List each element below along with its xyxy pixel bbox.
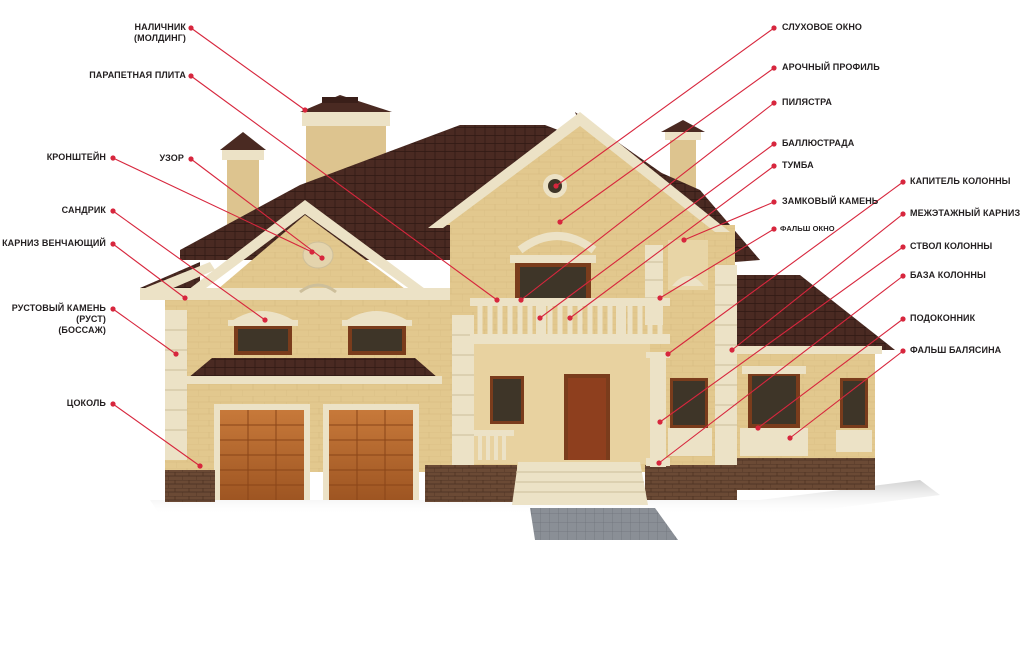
label-stvol: СТВОЛ КОЛОННЫ bbox=[910, 241, 992, 252]
label-pilyastra: ПИЛЯСТРА bbox=[782, 97, 832, 108]
leader-dot-baza-end bbox=[656, 460, 661, 465]
label-tumba: ТУМБА bbox=[782, 160, 814, 171]
leader-dot-falsh-okno-end bbox=[657, 295, 662, 300]
leader-dot-kapitel-end bbox=[665, 351, 670, 356]
leader-dot-arochny-end bbox=[557, 219, 562, 224]
leader-dot-pilyastra-end bbox=[518, 297, 523, 302]
leader-dot-ballyustrada-start bbox=[771, 141, 776, 146]
leader-dot-tumba-start bbox=[771, 163, 776, 168]
label-uzor: УЗОР bbox=[159, 153, 184, 164]
leader-dot-tsokol-end bbox=[197, 463, 202, 468]
leader-mezhetazhny bbox=[732, 214, 903, 350]
leader-baza bbox=[659, 276, 903, 463]
leader-dot-rustovy-end bbox=[173, 351, 178, 356]
leader-karniz-venchayushchiy bbox=[113, 244, 185, 298]
leader-kapitel bbox=[668, 182, 903, 354]
leader-dot-tumba-end bbox=[567, 315, 572, 320]
label-slukhovoe: СЛУХОВОЕ ОКНО bbox=[782, 22, 862, 33]
label-mezhetazhny: МЕЖЭТАЖНЫЙ КАРНИЗ bbox=[910, 208, 1020, 219]
label-sandrik: САНДРИК bbox=[62, 205, 106, 216]
leader-dot-baza-start bbox=[900, 273, 905, 278]
leader-uzor bbox=[191, 159, 322, 258]
leader-dot-sandrik-start bbox=[110, 208, 115, 213]
leader-dot-rustovy-start bbox=[110, 306, 115, 311]
leader-dot-falsh-okno-start bbox=[771, 226, 776, 231]
leader-dot-uzor-end bbox=[319, 255, 324, 260]
leader-dot-falsh-balyasina-end bbox=[787, 435, 792, 440]
leader-kronshtein bbox=[113, 158, 312, 252]
leader-parapet bbox=[191, 76, 497, 300]
leader-zamkovy bbox=[684, 202, 774, 240]
leader-sandrik bbox=[113, 211, 265, 320]
leader-dot-nalichnik-end bbox=[302, 107, 307, 112]
leader-dot-podokonnik-start bbox=[900, 316, 905, 321]
label-baza: БАЗА КОЛОННЫ bbox=[910, 270, 986, 281]
leader-dot-stvol-start bbox=[900, 244, 905, 249]
leader-dot-tsokol-start bbox=[110, 401, 115, 406]
leader-tumba bbox=[570, 166, 774, 318]
leader-dot-podokonnik-end bbox=[755, 425, 760, 430]
leader-stvol bbox=[660, 247, 903, 422]
label-falsh-okno: ФАЛЬШ ОКНО bbox=[780, 223, 835, 234]
leader-falsh-balyasina bbox=[790, 351, 903, 438]
label-ballyustrada: БАЛЛЮСТРАДА bbox=[782, 138, 854, 149]
leader-dot-stvol-end bbox=[657, 419, 662, 424]
label-zamkovy: ЗАМКОВЫЙ КАМЕНЬ bbox=[782, 196, 878, 207]
leader-dot-pilyastra-start bbox=[771, 100, 776, 105]
leader-ballyustrada bbox=[540, 144, 774, 318]
leader-dot-sandrik-end bbox=[262, 317, 267, 322]
leader-dot-parapet-end bbox=[494, 297, 499, 302]
label-nalichnik: НАЛИЧНИК(МОЛДИНГ) bbox=[134, 22, 186, 44]
leader-arochny bbox=[560, 68, 774, 222]
leader-dot-nalichnik-start bbox=[188, 25, 193, 30]
leader-dot-karniz-venchayushchiy-end bbox=[182, 295, 187, 300]
label-kronshtein: КРОНШТЕЙН bbox=[47, 152, 106, 163]
leader-rustovy bbox=[113, 309, 176, 354]
label-falsh-balyasina: ФАЛЬШ БАЛЯСИНА bbox=[910, 345, 1001, 356]
leader-pilyastra bbox=[521, 103, 774, 300]
leader-falsh-okno bbox=[660, 229, 774, 298]
label-rustovy: РУСТОВЫЙ КАМЕНЬ(РУСТ)(БОССАЖ) bbox=[12, 303, 106, 336]
label-parapet: ПАРАПЕТНАЯ ПЛИТА bbox=[89, 70, 186, 81]
leader-dot-arochny-start bbox=[771, 65, 776, 70]
leader-dot-uzor-start bbox=[188, 156, 193, 161]
label-kapitel: КАПИТЕЛЬ КОЛОННЫ bbox=[910, 176, 1011, 187]
leader-nalichnik bbox=[191, 28, 305, 110]
leader-dot-slukhovoe-end bbox=[553, 183, 558, 188]
label-podokonnik: ПОДОКОННИК bbox=[910, 313, 975, 324]
leader-dot-zamkovy-start bbox=[771, 199, 776, 204]
leader-dot-karniz-venchayushchiy-start bbox=[110, 241, 115, 246]
label-arochny: АРОЧНЫЙ ПРОФИЛЬ bbox=[782, 62, 880, 73]
leader-dot-kapitel-start bbox=[900, 179, 905, 184]
leader-dot-kronshtein-start bbox=[110, 155, 115, 160]
leader-dot-slukhovoe-start bbox=[771, 25, 776, 30]
leader-slukhovoe bbox=[556, 28, 774, 186]
leader-tsokol bbox=[113, 404, 200, 466]
label-tsokol: ЦОКОЛЬ bbox=[67, 398, 106, 409]
label-karniz-venchayushchiy: КАРНИЗ ВЕНЧАЮЩИЙ bbox=[2, 238, 106, 249]
leader-dot-parapet-start bbox=[188, 73, 193, 78]
leader-dot-mezhetazhny-end bbox=[729, 347, 734, 352]
leader-dot-ballyustrada-end bbox=[537, 315, 542, 320]
leader-dot-mezhetazhny-start bbox=[900, 211, 905, 216]
leader-dot-falsh-balyasina-start bbox=[900, 348, 905, 353]
leader-dot-zamkovy-end bbox=[681, 237, 686, 242]
